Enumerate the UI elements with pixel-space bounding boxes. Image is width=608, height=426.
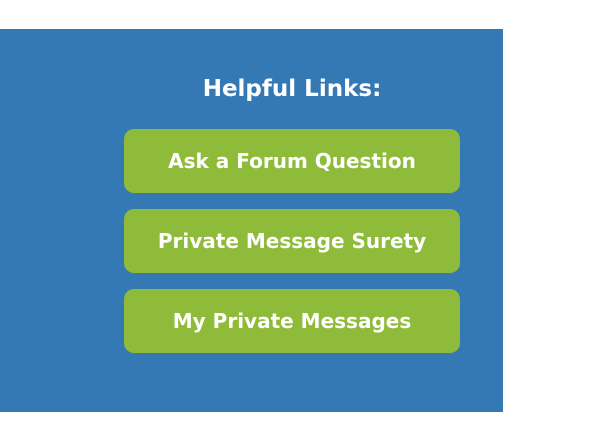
ask-forum-question-button[interactable]: Ask a Forum Question	[124, 129, 460, 193]
helpful-links-panel: Helpful Links: Ask a Forum Question Priv…	[0, 29, 503, 412]
my-private-messages-button[interactable]: My Private Messages	[124, 289, 460, 353]
private-message-surety-button[interactable]: Private Message Surety	[124, 209, 460, 273]
helpful-links-title: Helpful Links:	[202, 76, 382, 102]
